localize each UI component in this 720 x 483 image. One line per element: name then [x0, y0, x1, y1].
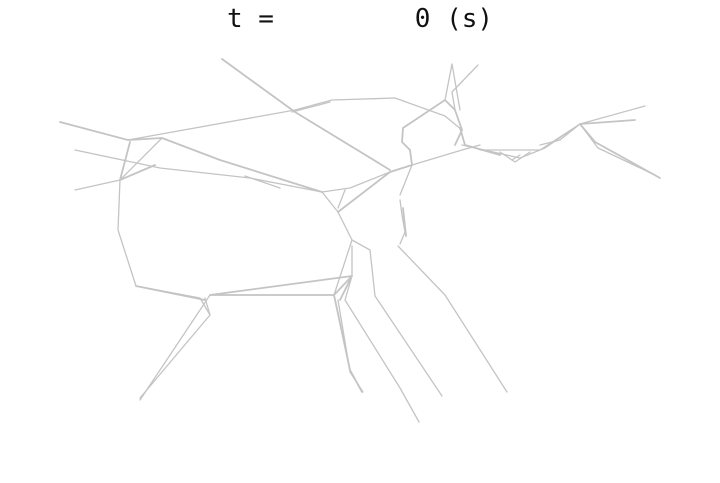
road-segment-1: [221, 58, 391, 171]
road-segment-20: [399, 164, 413, 196]
road-segment-5: [74, 149, 323, 193]
road-segment-28: [339, 279, 351, 301]
road-segment-14: [321, 191, 353, 296]
road-segment-33: [479, 123, 656, 176]
road-segment-26: [337, 299, 364, 393]
road-segment-34: [579, 123, 661, 179]
road-segment-10: [135, 285, 206, 301]
road-segment-32: [461, 105, 646, 159]
road-segment-35: [499, 151, 531, 163]
road-segment-31: [459, 127, 501, 156]
road-segment-29: [444, 63, 461, 111]
road-segment-19: [401, 99, 463, 166]
road-segment-2: [127, 97, 463, 141]
road-segment-27: [344, 245, 420, 423]
road-segment-25: [333, 294, 363, 393]
road-segment-9: [117, 179, 211, 316]
road-segment-12: [139, 297, 211, 399]
road-segment-37: [579, 119, 636, 125]
road-segment-36: [539, 123, 581, 146]
road-segment-4: [59, 121, 323, 193]
road-segment-24: [397, 245, 508, 393]
road-segment-11: [139, 294, 211, 401]
road-segment-15: [321, 171, 391, 193]
road-segment-21: [399, 199, 406, 245]
road-segment-17: [337, 189, 346, 209]
road-segment-3: [291, 101, 331, 113]
road-segment-8: [244, 175, 281, 189]
road-segment-30: [451, 64, 479, 111]
road-segment-23: [351, 239, 443, 397]
road-segment-18: [389, 144, 481, 173]
road-segment-22: [402, 207, 407, 237]
road-segment-38: [511, 154, 521, 161]
road-segment-13: [209, 275, 353, 296]
road-segment-6: [74, 137, 163, 191]
time-readout: t = 0 (s): [226, 4, 494, 34]
